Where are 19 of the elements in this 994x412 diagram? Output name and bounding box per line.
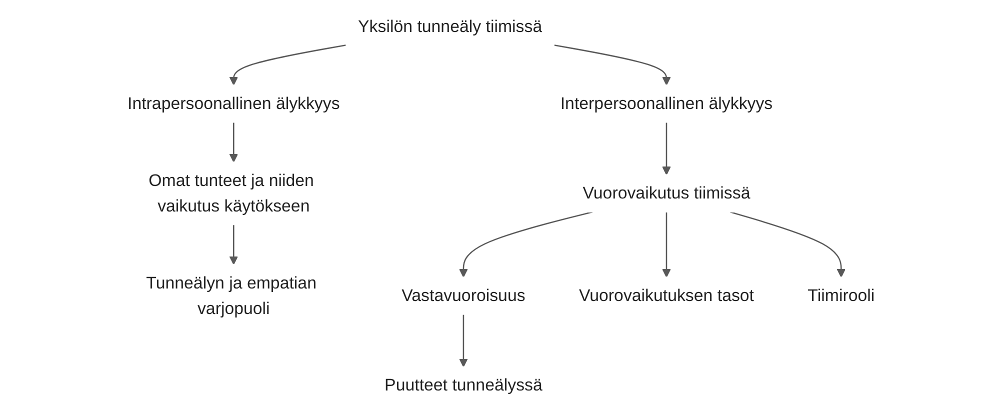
arrow <box>229 44 346 86</box>
node-text: Tiimirooli <box>808 286 875 305</box>
arrow <box>662 122 671 176</box>
node-text: Vuorovaikutuksen tasot <box>578 286 754 305</box>
arrow <box>229 224 238 265</box>
arrow <box>554 44 671 86</box>
node-text: Intrapersoonallinen älykkyys <box>128 94 340 113</box>
arrow <box>459 211 593 278</box>
arrow <box>730 211 846 278</box>
node-text: Vastavuoroisuus <box>402 286 526 305</box>
arrow <box>662 212 671 278</box>
node-text: Interpersoonallinen älykkyys <box>560 94 773 113</box>
arrow <box>459 314 468 368</box>
node-text: Vuorovaikutus tiimissä <box>582 184 750 203</box>
arrow <box>229 122 238 162</box>
node-text: Yksilön tunneäly tiimissä <box>358 16 542 36</box>
node-text: Omat tunteet ja niiden vaikutus käytökseen <box>148 170 314 216</box>
node-text: Tunneälyn ja empatian varjopuoli <box>146 273 316 318</box>
node-text: Puutteet tunneälyssä <box>384 376 542 395</box>
